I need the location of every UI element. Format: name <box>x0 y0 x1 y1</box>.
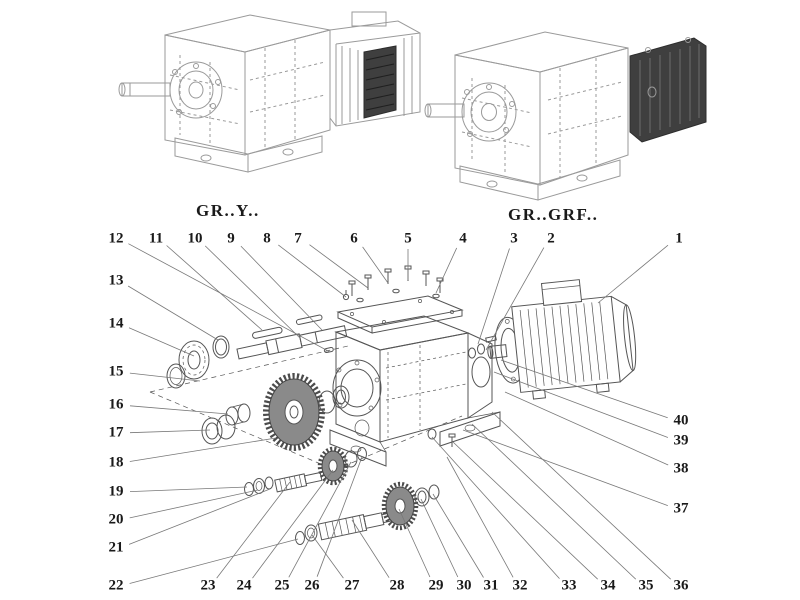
part-callout-11: 11 <box>148 230 164 247</box>
part-callout-8: 8 <box>263 230 271 247</box>
part-callout-6: 6 <box>350 230 358 247</box>
part-callout-4: 4 <box>459 230 467 247</box>
leader-line-7 <box>309 244 369 289</box>
input-shaft <box>166 314 348 389</box>
leader-line-39 <box>493 371 669 438</box>
part-callout-35: 35 <box>638 577 654 594</box>
part-callout-17: 17 <box>108 424 124 441</box>
output-shaft-set <box>295 481 440 545</box>
leader-line-11 <box>166 245 263 331</box>
cover-bolts <box>342 265 444 303</box>
part-callout-24: 24 <box>236 577 252 594</box>
leader-line-12 <box>128 243 331 353</box>
part-callout-19: 19 <box>108 483 124 500</box>
part-callout-37: 37 <box>673 500 689 517</box>
leader-line-6 <box>362 246 389 284</box>
part-callout-5: 5 <box>404 230 412 247</box>
leader-line-23 <box>216 481 291 579</box>
part-callout-33: 33 <box>561 577 577 594</box>
part-callout-38: 38 <box>673 460 689 477</box>
leader-line-32 <box>446 456 514 578</box>
part-callout-13: 13 <box>108 272 124 289</box>
leader-line-37 <box>462 429 668 506</box>
gear-housing <box>329 315 501 467</box>
part-callout-30: 30 <box>456 577 472 594</box>
electric-motor <box>487 279 637 400</box>
part-callout-32: 32 <box>512 577 528 594</box>
part-callout-29: 29 <box>428 577 444 594</box>
part-callout-28: 28 <box>389 577 405 594</box>
part-callout-10: 10 <box>187 230 203 247</box>
part-callout-9: 9 <box>227 230 235 247</box>
part-callout-39: 39 <box>673 432 689 449</box>
leader-line-9 <box>240 245 323 331</box>
leader-line-17 <box>129 429 211 434</box>
part-callout-16: 16 <box>108 396 124 413</box>
leader-line-24 <box>252 469 334 579</box>
part-callout-2: 2 <box>547 230 555 247</box>
part-callout-34: 34 <box>600 577 616 594</box>
assembled-unit-y <box>118 11 421 173</box>
variant-label-grf: GR..GRF.. <box>508 205 599 224</box>
leader-line-35 <box>471 423 637 580</box>
leader-line-28 <box>351 519 390 578</box>
leader-line-15 <box>129 372 201 382</box>
part-callout-27: 27 <box>344 577 360 594</box>
leader-line-13 <box>127 285 219 341</box>
part-callout-23: 23 <box>200 577 216 594</box>
leader-line-36 <box>491 411 671 580</box>
part-callout-22: 22 <box>108 577 124 594</box>
part-callout-26: 26 <box>304 577 320 594</box>
leader-line-19 <box>129 486 248 492</box>
part-callout-25: 25 <box>274 577 290 594</box>
part-callout-7: 7 <box>294 230 302 247</box>
part-callout-20: 20 <box>108 511 124 528</box>
leader-line-27 <box>311 534 344 579</box>
part-callout-12: 12 <box>108 230 124 247</box>
leader-line-4 <box>435 247 458 294</box>
part-callout-15: 15 <box>108 363 124 380</box>
leader-line-14 <box>128 327 195 357</box>
assembled-unit-grf <box>424 31 707 201</box>
intermediate-gear-set <box>201 373 350 451</box>
pinion-shaft-set <box>244 446 367 496</box>
part-callout-31: 31 <box>483 577 499 594</box>
exploded-view <box>149 265 637 545</box>
part-callout-1: 1 <box>675 230 683 247</box>
leader-line-26 <box>316 456 363 577</box>
leader-line-31 <box>432 493 484 578</box>
leader-line-34 <box>452 441 598 580</box>
leader-line-2 <box>485 247 545 351</box>
variant-label-y: GR..Y.. <box>196 201 260 220</box>
leader-line-1 <box>597 244 669 304</box>
leader-line-3 <box>477 248 510 345</box>
leader-line-33 <box>431 436 560 579</box>
part-callout-40: 40 <box>673 412 689 429</box>
leader-line-21 <box>128 488 271 545</box>
leader-line-20 <box>129 489 259 519</box>
part-callout-3: 3 <box>510 230 518 247</box>
leader-line-8 <box>278 244 347 298</box>
leader-line-16 <box>129 405 229 415</box>
part-callout-21: 21 <box>108 539 124 556</box>
part-callout-18: 18 <box>108 454 124 471</box>
leader-line-22 <box>129 538 299 584</box>
leader-line-10 <box>204 245 301 339</box>
leader-line-38 <box>504 391 669 466</box>
part-callout-14: 14 <box>108 315 124 332</box>
leader-line-29 <box>398 508 431 578</box>
part-callout-36: 36 <box>673 577 689 594</box>
leader-line-40 <box>500 359 668 419</box>
cover-plate <box>336 295 464 334</box>
leader-line-18 <box>129 437 277 462</box>
leader-line-25 <box>288 461 352 578</box>
leader-line-30 <box>420 498 459 578</box>
